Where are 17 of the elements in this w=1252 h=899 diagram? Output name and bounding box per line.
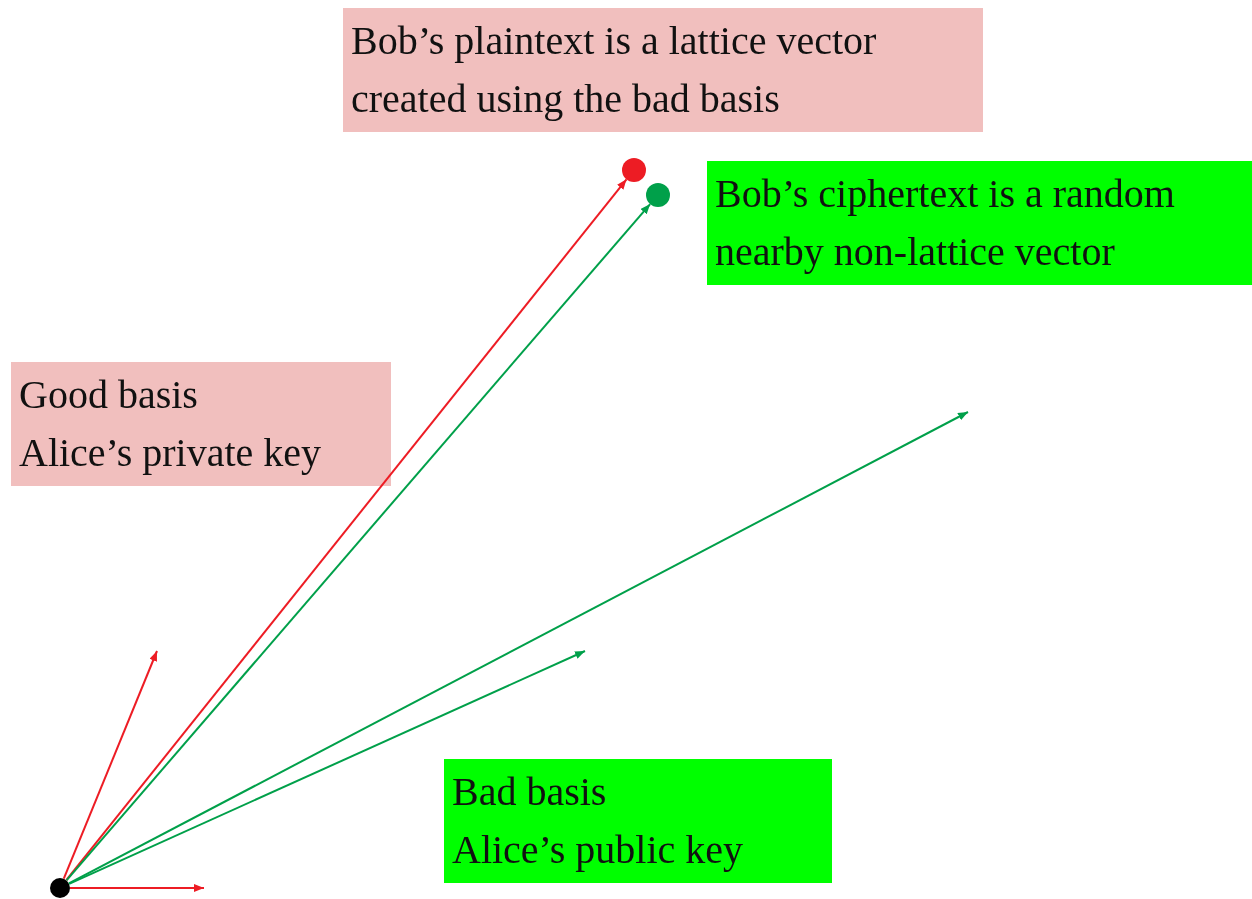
- origin-point: [50, 878, 70, 898]
- label-text: Alice’s private key: [19, 429, 323, 477]
- vector-arrow: [69, 884, 205, 892]
- label-box: [343, 8, 983, 132]
- vector-arrow: [62, 650, 158, 880]
- label-text: Good basis: [19, 371, 199, 419]
- vector-point: [622, 158, 646, 182]
- label-text: Bob’s plaintext is a lattice vector created using the bad basis: [351, 17, 878, 123]
- label-box: [707, 161, 1252, 285]
- label-text: Bob’s ciphertext is a random nearby non-lattice vector: [715, 170, 1176, 276]
- label-box: [444, 759, 832, 883]
- vector-arrow: [67, 411, 969, 885]
- vector-arrow: [68, 650, 586, 885]
- label-box: [11, 362, 391, 486]
- label-text: Bad basis: [452, 768, 608, 816]
- label-text: Alice’s public key: [452, 826, 745, 874]
- vector-point: [646, 183, 670, 207]
